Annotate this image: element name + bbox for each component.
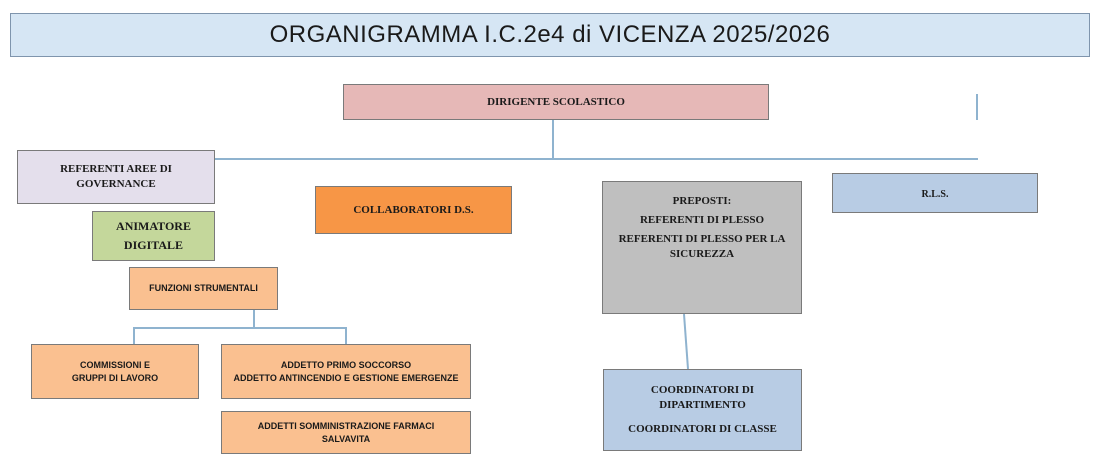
connector-dirigente-down [552, 120, 554, 160]
addetto-line2: ADDETTO ANTINCENDIO E GESTIONE EMERGENZE [233, 372, 459, 383]
commissioni-line1: COMMISSIONI E [79, 360, 150, 371]
connector-addetto-drop [345, 327, 347, 344]
referenti-governance-box: REFERENTI AREE DI GOVERNANCE [17, 150, 215, 204]
rls-box: R.L.S. [832, 173, 1038, 213]
collaboratori-label: COLLABORATORI D.S. [353, 203, 474, 216]
addetto-soccorso-box: ADDETTO PRIMO SOCCORSO ADDETTO ANTINCEND… [221, 344, 471, 399]
coordinatori-line1: COORDINATORI DI DIPARTIMENTO [650, 383, 755, 411]
page-title: ORGANIGRAMMA I.C.2e4 di VICENZA 2025/202… [10, 13, 1090, 57]
funzioni-label: FUNZIONI STRUMENTALI [149, 283, 258, 294]
dirigente-scolastico-box: DIRIGENTE SCOLASTICO [343, 84, 769, 120]
commissioni-box: COMMISSIONI E GRUPPI DI LAVORO [31, 344, 199, 399]
preposti-line3: REFERENTI DI PLESSO PER LA SICUREZZA [618, 232, 786, 260]
animatore-line2: DIGITALE [123, 238, 184, 252]
coordinatori-line2: COORDINATORI DI CLASSE [628, 423, 777, 436]
animatore-digitale-box: ANIMATORE DIGITALE [92, 211, 215, 261]
preposti-line2: REFERENTI DI PLESSO [639, 213, 765, 226]
animatore-line1: ANIMATORE [116, 218, 191, 233]
connector-horizontal-main [215, 158, 978, 160]
commissioni-line2: GRUPPI DI LAVORO [71, 372, 159, 383]
addetto-line1: ADDETTO PRIMO SOCCORSO [280, 360, 412, 371]
dirigente-label: DIRIGENTE SCOLASTICO [487, 95, 625, 108]
connector-funzioni-horizontal [133, 327, 347, 329]
connector-commissioni-drop [133, 327, 135, 344]
collaboratori-ds-box: COLLABORATORI D.S. [315, 186, 512, 234]
addetti-farmaci-line1: ADDETTI SOMMINISTRAZIONE FARMACI [257, 421, 435, 432]
addetti-farmaci-box: ADDETTI SOMMINISTRAZIONE FARMACI SALVAVI… [221, 411, 471, 454]
coordinatori-box: COORDINATORI DI DIPARTIMENTO COORDINATOR… [603, 369, 802, 451]
preposti-box: PREPOSTI: REFERENTI DI PLESSO REFERENTI … [602, 181, 802, 314]
governance-line1: REFERENTI AREE DI [60, 163, 172, 176]
governance-line2: GOVERNANCE [76, 178, 156, 190]
funzioni-strumentali-box: FUNZIONI STRUMENTALI [129, 267, 278, 310]
connector-right-stub [976, 94, 978, 120]
rls-label: R.L.S. [921, 189, 949, 200]
connector-funzioni-down [253, 310, 255, 328]
addetti-farmaci-line2: SALVAVITA [321, 433, 371, 444]
preposti-line1: PREPOSTI: [672, 195, 732, 207]
